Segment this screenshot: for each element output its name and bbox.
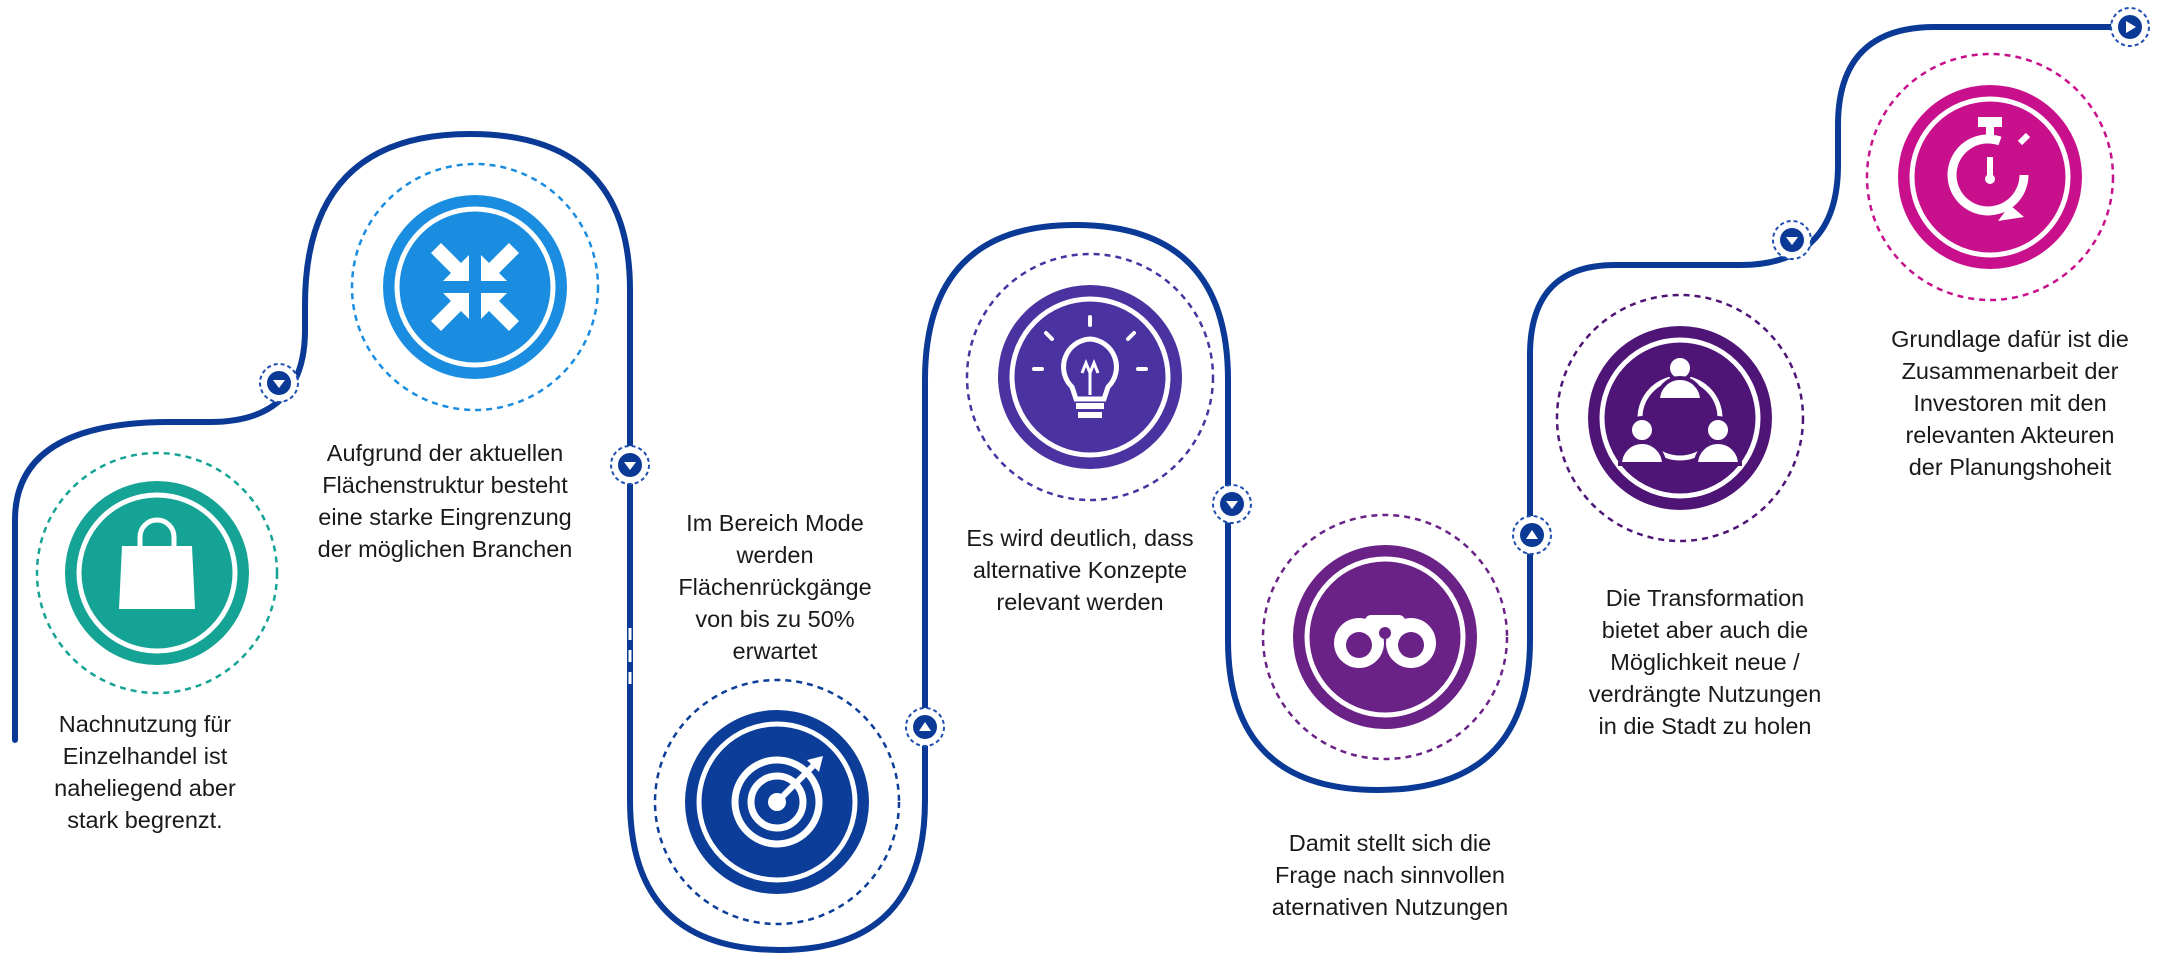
step-5-text: Damit stellt sich die Frage nach sinnvol… xyxy=(1271,830,1509,920)
marker-down-icon xyxy=(259,363,299,403)
step-4-halo xyxy=(965,252,1215,502)
step-6-halo xyxy=(1555,293,1805,543)
step-4-text: Es wird deutlich, dass alternative Konze… xyxy=(966,525,1194,615)
step-5-halo xyxy=(1261,513,1509,761)
step-2-halo xyxy=(350,162,600,412)
process-path xyxy=(12,24,2133,954)
people-network-icon xyxy=(1588,326,1772,510)
stopwatch-icon xyxy=(1898,85,2082,269)
shopping-bag-icon xyxy=(65,481,249,665)
step-3-text: Im Bereich Mode werden Flächenrückgänge … xyxy=(678,510,872,664)
step-2-text: Aufgrund der aktuellen Flächenstruktur b… xyxy=(317,440,573,562)
lightbulb-icon xyxy=(998,285,1182,469)
marker-up-icon xyxy=(905,707,945,747)
binoculars-icon xyxy=(1293,545,1477,729)
marker-down-icon xyxy=(1212,484,1252,524)
target-icon xyxy=(685,710,869,894)
marker-up-icon xyxy=(1512,515,1552,555)
step-1-halo xyxy=(35,451,279,695)
step-3-halo xyxy=(653,678,901,926)
step-7-text: Grundlage dafür ist die Zusammenarbeit d… xyxy=(1891,326,2129,480)
step-6-text: Die Transformation bietet aber auch die … xyxy=(1588,585,1822,739)
marker-down-icon xyxy=(610,445,650,485)
marker-end-play-icon xyxy=(2110,7,2150,47)
step-1-text: Nachnutzung für Einzelhandel ist nahelie… xyxy=(54,711,236,833)
step-7-halo xyxy=(1865,52,2115,302)
compress-arrows-icon xyxy=(383,195,567,379)
marker-down-icon xyxy=(1772,220,1812,260)
